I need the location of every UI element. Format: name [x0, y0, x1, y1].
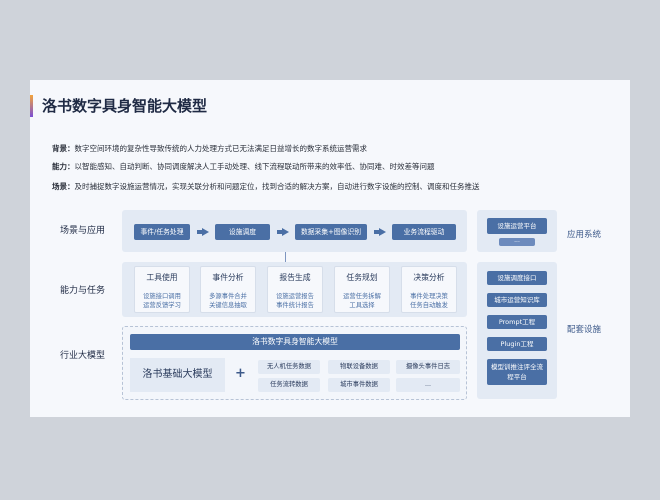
data-chip-2: 物联设备数据: [328, 360, 390, 374]
slide-title: 洛书数字具身智能大模型: [42, 97, 208, 115]
infra-chip-4: Plugin工程: [487, 337, 547, 351]
connector-line: [285, 252, 286, 262]
ability-card-title: 任务规划: [346, 273, 378, 282]
scene-text: 及时捕捉数字设施运营情况，实现关联分析和问题定位，找到合适的解决方案，自动进行数…: [74, 182, 480, 191]
data-chip-3: 摄像头事件日志: [396, 360, 460, 374]
flow-step-1: 事件/任务处理: [134, 224, 190, 240]
app-system-panel: 设施运营平台 ...: [477, 210, 557, 252]
ability-card-title: 决策分析: [413, 273, 445, 282]
ability-card-1: 工具使用 设施接口调用运营反馈学习: [134, 266, 190, 313]
row-label-industry: 行业大模型: [60, 351, 106, 361]
app-platform-chip: 设施运营平台: [487, 218, 547, 234]
data-chip-1: 无人机任务数据: [258, 360, 320, 374]
scene-label: 场景：: [52, 182, 75, 191]
ability-card-desc: 设施接口调用运营反馈学习: [143, 293, 181, 309]
ability-card-4: 任务规划 运营任务拆解工具选择: [334, 266, 390, 313]
data-chip-5: 城市事件数据: [328, 378, 390, 392]
ability-card-title: 报告生成: [279, 273, 311, 282]
data-chip-6: ...: [396, 378, 460, 392]
background-label: 背景：: [52, 144, 75, 153]
background-text: 数字空间环境的复杂性导致传统的人力处理方式已无法满足日益增长的数字系统运营需求: [74, 144, 368, 153]
scene-line: 场景：及时捕捉数字设施运营情况，实现关联分析和问题定位，找到合适的解决方案，自动…: [52, 181, 480, 192]
side-label-app: 应用系统: [567, 230, 602, 240]
flow-arrow-1: [197, 228, 209, 236]
ability-card-desc: 多源事件合并关键信息抽取: [209, 293, 247, 309]
background-line: 背景：数字空间环境的复杂性导致传统的人力处理方式已无法满足日益增长的数字系统运营…: [52, 143, 367, 154]
infra-chip-2: 城市运营知识库: [487, 293, 547, 307]
ability-card-desc: 事件处理决策任务自动触发: [410, 293, 448, 309]
infra-chip-5: 模型训推注评全流程平台: [487, 359, 547, 385]
title-accent-bar: [30, 95, 33, 117]
slide: 洛书数字具身智能大模型 背景：数字空间环境的复杂性导致传统的人力处理方式已无法满…: [30, 80, 630, 417]
flow-step-3: 数据采集+图像识别: [295, 224, 367, 240]
flow-step-2: 设施调度: [215, 224, 270, 240]
flow-step-4: 业务流程驱动: [392, 224, 456, 240]
base-model-card: 洛书基础大模型: [130, 358, 225, 392]
infra-chip-1: 设施调度接口: [487, 271, 547, 285]
ability-card-title: 事件分析: [212, 273, 244, 282]
side-label-infra: 配套设施: [567, 325, 602, 335]
flow-arrow-3: [374, 228, 386, 236]
ability-card-desc: 设施运营报告事件统计报告: [276, 293, 314, 309]
infra-panel: 设施调度接口 城市运营知识库 Prompt工程 Plugin工程 模型训推注评全…: [477, 262, 557, 399]
plus-icon: +: [235, 366, 246, 381]
ability-card-5: 决策分析 事件处理决策任务自动触发: [401, 266, 457, 313]
capability-text: 以智能感知、自动判断、协同调度解决人工手动处理、线下流程联动所带来的效率低、协同…: [74, 162, 435, 171]
flow-arrow-2: [277, 228, 289, 236]
ability-card-title: 工具使用: [146, 273, 178, 282]
model-title-bar: 洛书数字具身智能大模型: [130, 334, 460, 350]
ability-card-3: 报告生成 设施运营报告事件统计报告: [267, 266, 323, 313]
app-more-chip: ...: [499, 238, 535, 246]
capability-label: 能力：: [52, 162, 75, 171]
ability-card-desc: 运营任务拆解工具选择: [343, 293, 381, 309]
ability-card-2: 事件分析 多源事件合并关键信息抽取: [200, 266, 256, 313]
infra-chip-3: Prompt工程: [487, 315, 547, 329]
capability-line: 能力：以智能感知、自动判断、协同调度解决人工手动处理、线下流程联动所带来的效率低…: [52, 161, 435, 172]
data-chip-4: 任务流转数据: [258, 378, 320, 392]
row-label-ability: 能力与任务: [60, 286, 106, 296]
row-label-scene: 场景与应用: [60, 226, 106, 236]
